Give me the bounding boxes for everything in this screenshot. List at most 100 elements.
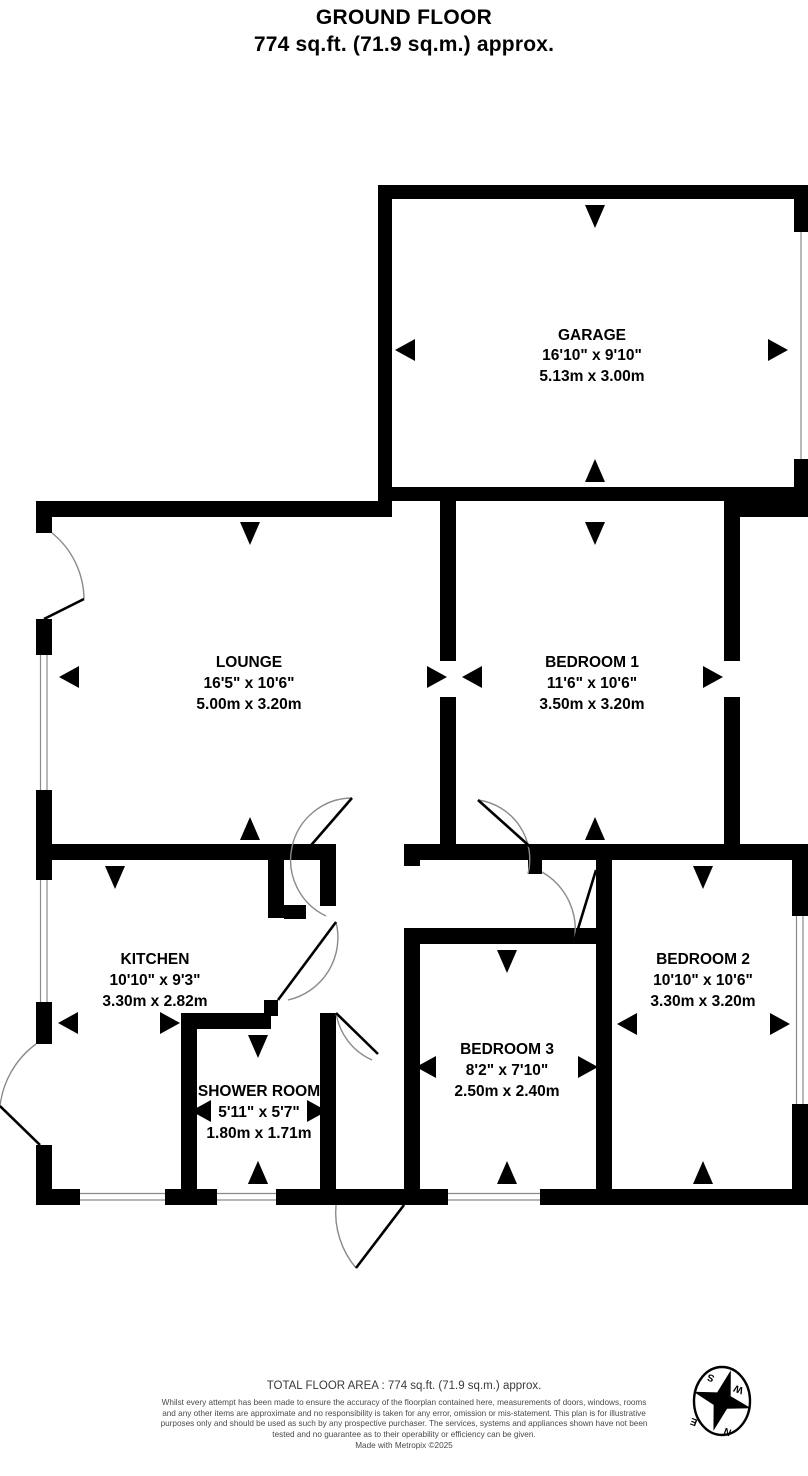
wall-bedroom1-right-upper — [724, 517, 740, 661]
arrow-bedroom1-right — [703, 666, 723, 688]
wall-bedroom3-top — [404, 928, 612, 944]
wall-shower-bottom-right — [276, 1189, 336, 1205]
bedroom3-name: BEDROOM 3 — [460, 1041, 554, 1058]
kitchen-dim-metric: 3.30m x 2.82m — [102, 993, 207, 1010]
wall-main-top-right — [724, 501, 808, 517]
lounge-name: LOUNGE — [216, 654, 282, 671]
wall-bedroom3-right — [596, 928, 612, 1205]
arrow-bedroom3-up — [497, 950, 517, 973]
door-arc-bedroom1 — [477, 799, 531, 875]
wall-garage-right-upper — [794, 185, 808, 232]
bedroom1-name: BEDROOM 1 — [545, 654, 639, 671]
shower-room-name: SHOWER ROOM — [198, 1083, 320, 1100]
compass-label-west: W — [732, 1382, 745, 1396]
arrow-garage-left — [395, 339, 415, 361]
window-lounge-left — [37, 655, 51, 790]
door-arc-shower — [335, 1012, 373, 1061]
door-arc-lounge-hall — [289, 797, 353, 917]
window-bedroom3-bottom — [448, 1189, 540, 1205]
bedroom3-dim-imperial: 8'2" x 7'10" — [466, 1062, 548, 1079]
door-leaf-bedroom2 — [572, 869, 598, 943]
window-kitchen-left — [37, 880, 51, 1002]
wall-bedroom1-left-upper — [440, 501, 456, 661]
bedroom1-dim-metric: 3.50m x 3.20m — [539, 696, 644, 713]
plan-header: GROUND FLOOR 774 sq.ft. (71.9 sq.m.) app… — [0, 0, 808, 58]
wall-bedroom3-left — [404, 928, 420, 1205]
shower-room-dim-imperial: 5'11" x 5'7" — [218, 1104, 300, 1121]
arrow-bedroom2-right — [770, 1013, 790, 1035]
compass-ring — [692, 1365, 752, 1437]
door-arc-kitchen-hall — [287, 921, 339, 1001]
kitchen-dim-imperial: 10'10" x 9'3" — [109, 972, 200, 989]
plan-footer: TOTAL FLOOR AREA : 774 sq.ft. (71.9 sq.m… — [0, 1378, 808, 1451]
door-leaf-bedroom3 — [354, 1204, 406, 1269]
page-title: GROUND FLOOR — [315, 6, 493, 29]
wall-bedroom3-bottom-right — [540, 1189, 612, 1205]
wall-garage-left — [378, 185, 392, 501]
arrow-bedroom2-left — [617, 1013, 637, 1035]
arrow-kitchen-right — [160, 1012, 180, 1034]
wall-lounge-bottom — [36, 844, 336, 860]
arrow-garage-up — [585, 205, 605, 228]
door-arc-bedroom2 — [541, 871, 576, 943]
wall-kitchen-left-lower — [36, 1145, 52, 1203]
wall-hall-vert-left — [268, 860, 284, 918]
walls — [36, 185, 808, 1205]
wall-kitchen-left-mid — [36, 1002, 52, 1044]
arrow-bedroom2-down — [693, 1161, 713, 1184]
arrow-garage-right — [768, 339, 788, 361]
bedroom2-dim-imperial: 10'10" x 10'6" — [653, 972, 753, 989]
compass-label-east: E — [689, 1415, 699, 1428]
arrow-lounge-left — [59, 666, 79, 688]
wall-hall-stub-a — [284, 905, 306, 919]
arrow-bedroom3-left — [416, 1056, 436, 1078]
window-kitchen-bottom — [80, 1189, 165, 1205]
door-leaf-shower — [335, 1012, 379, 1055]
door-arc-bedroom3 — [334, 1204, 357, 1269]
wall-bedroom2-right-lower — [792, 1104, 808, 1205]
made-with-credit: Made with Metropix ©2025 — [355, 1441, 453, 1451]
arrow-bedroom1-up — [585, 522, 605, 545]
wall-shower-bottom-left — [181, 1189, 217, 1205]
room-label-bedroom3: BEDROOM 3 8'2" x 7'10" 2.50m x 2.40m — [454, 1041, 559, 1100]
compass-label-north: N — [722, 1425, 733, 1438]
bedroom2-dim-metric: 3.30m x 3.20m — [650, 993, 755, 1010]
arrow-lounge-right — [427, 666, 447, 688]
lounge-dim-imperial: 16'5" x 10'6" — [203, 675, 294, 692]
door-arc-kitchen-ext — [0, 1043, 37, 1107]
bedroom2-name: BEDROOM 2 — [656, 951, 750, 968]
arrow-bedroom1-left — [462, 666, 482, 688]
windows — [37, 232, 807, 1205]
door-arc-lounge-front — [51, 532, 85, 600]
wall-garage-bottom — [378, 487, 808, 501]
door-leaf-lounge-front — [43, 597, 85, 621]
arrow-shower-left — [191, 1100, 211, 1122]
dimension-arrows — [58, 205, 790, 1184]
window-shower-bottom — [217, 1189, 276, 1205]
room-labels: GARAGE 16'10" x 9'10" 5.13m x 3.00m LOUN… — [102, 327, 755, 1142]
room-label-kitchen: KITCHEN 10'10" x 9'3" 3.30m x 2.82m — [102, 951, 207, 1010]
room-label-shower-room: SHOWER ROOM 5'11" x 5'7" 1.80m x 1.71m — [198, 1083, 320, 1142]
arrow-bedroom2-up — [693, 866, 713, 889]
wall-hall-bottom — [336, 1189, 404, 1205]
wall-kitchen-left-upper — [36, 844, 52, 880]
window-bedroom2-right — [793, 916, 807, 1104]
room-label-bedroom1: BEDROOM 1 11'6" x 10'6" 3.50m x 3.20m — [539, 654, 644, 713]
compass-rose: S W N E — [689, 1365, 752, 1438]
garage-dim-imperial: 16'10" x 9'10" — [542, 347, 642, 364]
wall-shower-left — [181, 1013, 197, 1205]
wall-bedroom3-bottom-left — [404, 1189, 448, 1205]
arrow-bedroom3-right — [578, 1056, 598, 1078]
door-leaf-lounge-hall — [299, 797, 353, 859]
total-floor-area: TOTAL FLOOR AREA : 774 sq.ft. (71.9 sq.m… — [266, 1380, 542, 1392]
wall-bedroom1-left-lower — [440, 697, 456, 846]
door-leaf-kitchen-ext — [0, 1105, 41, 1146]
compass-star — [693, 1370, 752, 1431]
kitchen-name: KITCHEN — [121, 951, 190, 968]
wall-shower-right — [320, 1013, 336, 1205]
wall-hall-post-left — [404, 844, 420, 866]
wall-main-top-left — [36, 501, 392, 517]
door-leaf-bedroom1 — [477, 799, 537, 853]
wall-bedroom2-bottom — [596, 1189, 808, 1205]
